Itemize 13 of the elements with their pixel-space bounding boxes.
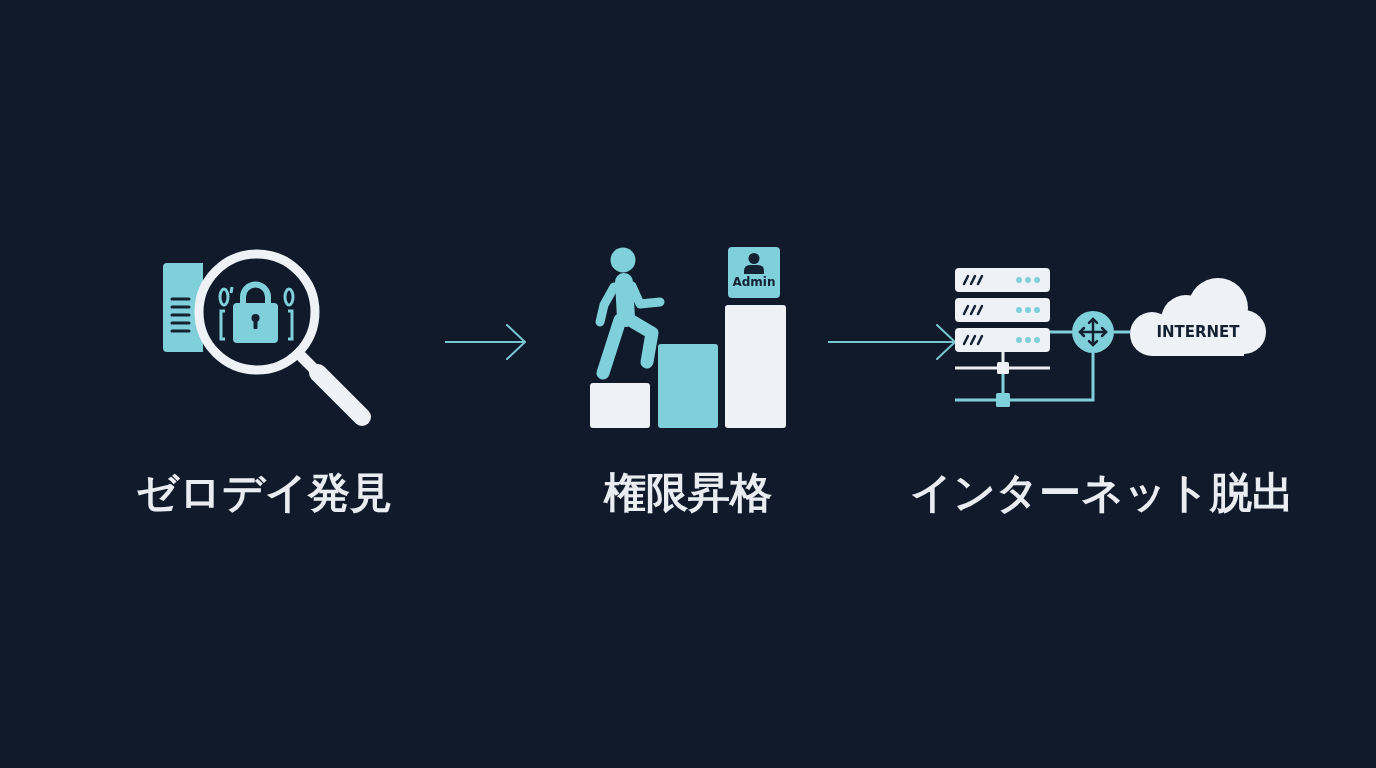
connector-line — [1114, 330, 1130, 334]
arrow — [444, 324, 526, 360]
arrow — [827, 324, 956, 360]
connector-line — [1050, 353, 1095, 402]
step-label: ゼロデイ発見 — [136, 468, 392, 518]
badge-label: Admin — [732, 275, 776, 290]
step-label: インターネット脱出 — [910, 468, 1294, 518]
user-badge — [728, 247, 780, 298]
router-icon — [1072, 311, 1114, 353]
step-label: 権限昇格 — [604, 468, 772, 518]
server-rack-icon — [955, 268, 1050, 407]
connector-line — [1050, 330, 1072, 334]
cloud-label: INTERNET — [1156, 323, 1240, 341]
